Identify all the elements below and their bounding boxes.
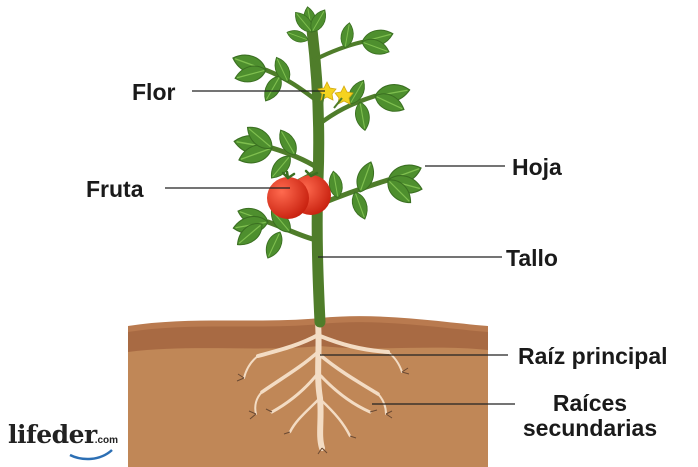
leaves [230,6,424,261]
label-hoja: Hoja [512,154,562,180]
logo-name: lifeder [8,420,97,449]
label-flor: Flor [132,79,175,105]
label-raices-line1: Raíces [500,391,680,416]
label-raices-line2: secundarias [500,416,680,441]
label-raiz-principal: Raíz principal [518,343,668,369]
tomato-fruit [267,171,331,219]
label-tallo: Tallo [506,245,558,271]
logo-swoosh-icon [70,450,112,459]
lifeder-logo[interactable]: lifeder.com [8,420,118,449]
label-fruta: Fruta [86,176,144,202]
label-raices-secundarias: Raíces secundarias [500,391,680,441]
logo-suffix: .com [95,435,118,446]
